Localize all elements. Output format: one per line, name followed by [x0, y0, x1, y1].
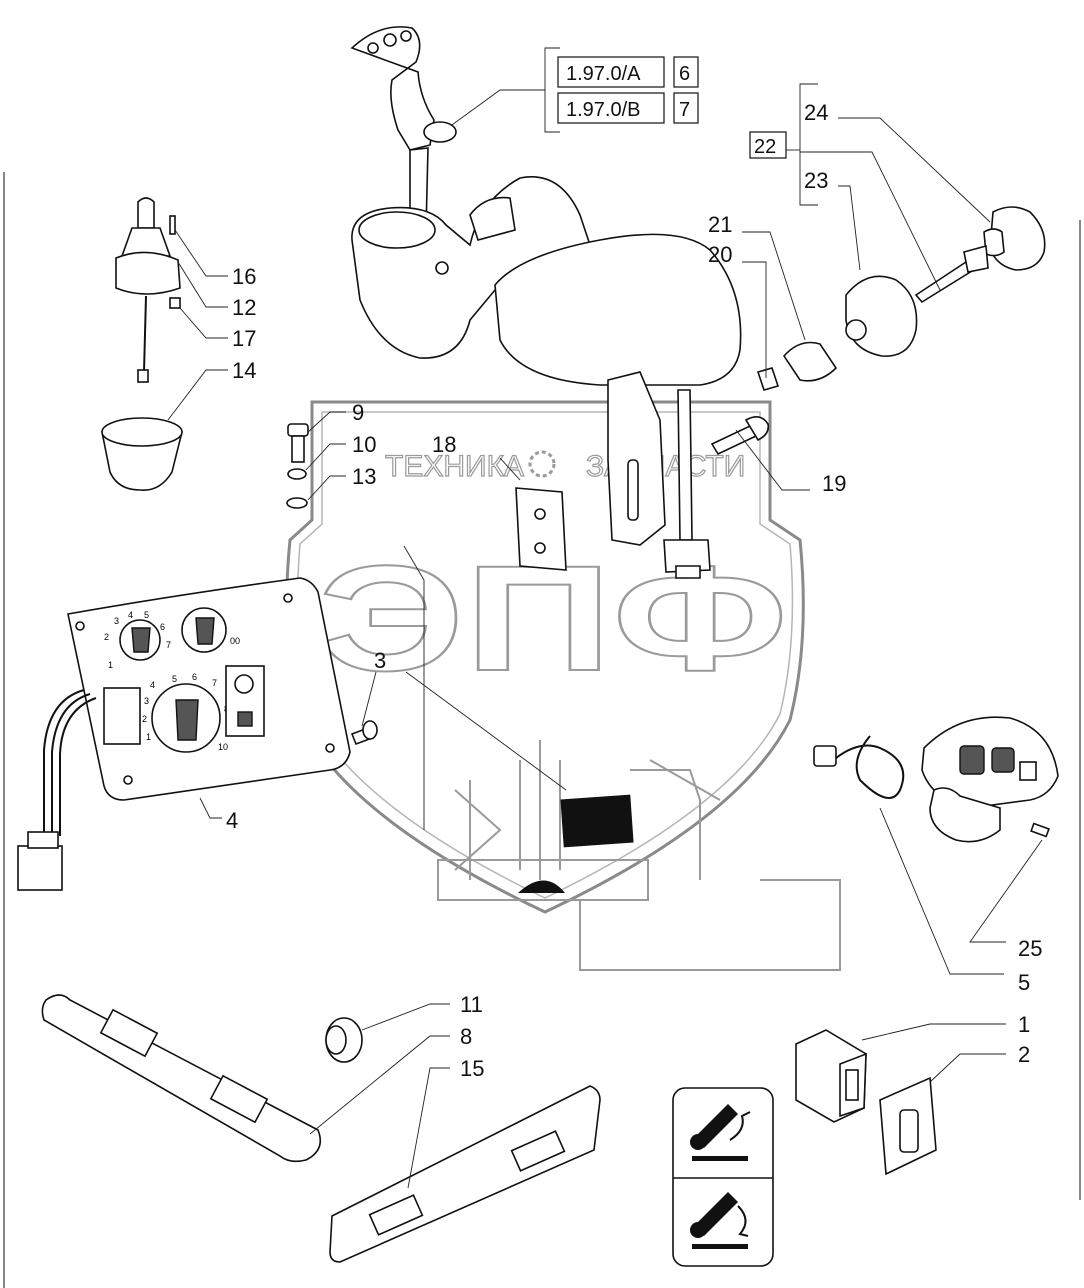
callout-20: 20 [708, 242, 732, 267]
callout-16: 16 [232, 264, 256, 289]
ref-b-code-box [557, 92, 665, 124]
lift-down-icon [694, 1192, 738, 1236]
callout-15: 15 [460, 1056, 484, 1081]
ref-b-code: 1.97.0/B [566, 99, 641, 121]
cup-holder-14 [101, 417, 183, 491]
panel-wiring [43, 689, 97, 836]
bottom-dial-tick-4: 4 [150, 680, 155, 690]
callout-12: 12 [232, 295, 256, 320]
grommet-11 [325, 1017, 363, 1063]
callout-8: 8 [460, 1024, 472, 1049]
bottom-dial-tick-2: 2 [142, 714, 147, 724]
reference-group-a: 1.97.0/A 6 1.97.0/B 7 [444, 47, 699, 133]
callout-19: 19 [822, 471, 846, 496]
ref-a-code-box [557, 56, 665, 88]
left-dial-tick-3: 3 [114, 616, 119, 626]
rocker-switch-1 [795, 1029, 867, 1123]
watermark-dark-block [560, 794, 634, 848]
callout-24: 24 [804, 100, 828, 125]
reference-group-22: 22 [749, 83, 818, 206]
callout-3: 3 [374, 648, 386, 673]
trim-strip-8 [41, 994, 322, 1163]
small-joystick [115, 197, 181, 383]
knob-assembly [756, 206, 1046, 391]
bolt-9 [287, 423, 309, 463]
ref-a-code: 1.97.0/A [566, 63, 641, 85]
panel-connector [17, 831, 63, 891]
callout-14: 14 [232, 358, 256, 383]
mid-dial-tick-7: 7 [166, 640, 171, 650]
callout-25: 25 [1018, 936, 1042, 961]
lift-up-icon [694, 1104, 738, 1148]
callout-4: 4 [226, 808, 238, 833]
bottom-dial-tick-10: 10 [218, 742, 228, 752]
left-dial-tick-1: 1 [108, 660, 113, 670]
callout-21: 21 [708, 212, 732, 237]
panel-icon-box-left [103, 687, 141, 745]
trim-panel-15 [329, 1085, 601, 1263]
callout-18: 18 [432, 432, 456, 457]
callout-13: 13 [352, 464, 376, 489]
joystick-cable [835, 735, 905, 799]
control-panel: 1 2 3 4 5 6 7 00 1 2 3 4 5 6 7 8 9 10 [67, 577, 351, 801]
bottom-dial-tick-1: 1 [146, 732, 151, 742]
joystick-plug [813, 745, 837, 767]
bottom-dial-tick-7: 7 [212, 678, 217, 688]
left-dial-tick-6: 6 [160, 622, 165, 632]
group-num: 22 [754, 136, 776, 158]
lift-decal [672, 1087, 774, 1267]
callout-labels: 16 12 17 14 9 10 13 18 19 21 20 24 23 3 … [226, 100, 1042, 1081]
callout-11: 11 [460, 992, 483, 1017]
watermark-gear-icon [528, 450, 556, 478]
watermark-left-word: ТЕХНИКА [385, 450, 524, 483]
armrest-console [351, 176, 742, 386]
callout-17: 17 [232, 326, 256, 351]
callout-2: 2 [1018, 1042, 1030, 1067]
washer-10 [287, 468, 307, 480]
bolt-19 [710, 416, 770, 456]
group-num-box [749, 131, 787, 159]
multifunction-joystick [921, 716, 1059, 843]
mid-dial-tick-00: 00 [230, 636, 240, 646]
left-dial-tick-2: 2 [104, 632, 109, 642]
spacer-plate-18 [515, 487, 567, 571]
bottom-dial-tick-5: 5 [172, 674, 177, 684]
ref-a-num-box [673, 56, 699, 88]
watermark-dark-drop [518, 880, 565, 893]
left-dial-tick-4: 4 [128, 610, 133, 620]
ref-a-num: 6 [679, 63, 690, 85]
bottom-dial-tick-6: 6 [192, 672, 197, 682]
callout-10: 10 [352, 432, 376, 457]
ref-b-num: 7 [679, 99, 690, 121]
callout-1: 1 [1018, 1012, 1030, 1037]
callout-23: 23 [804, 168, 828, 193]
ref-b-num-box [673, 92, 699, 124]
joystick-lever [350, 26, 457, 231]
washer-13 [286, 497, 308, 509]
bottom-dial-tick-3: 3 [144, 696, 149, 706]
leader-lines [167, 117, 1043, 1189]
screw-25 [1030, 822, 1050, 838]
left-dial-tick-5: 5 [144, 610, 149, 620]
callout-5: 5 [1018, 970, 1030, 995]
watermark-wheat-motif [437, 740, 841, 971]
rocker-switch-2 [879, 1076, 937, 1176]
armrest-bracket [607, 371, 711, 579]
screw-3 [350, 720, 378, 746]
callout-9: 9 [352, 400, 364, 425]
